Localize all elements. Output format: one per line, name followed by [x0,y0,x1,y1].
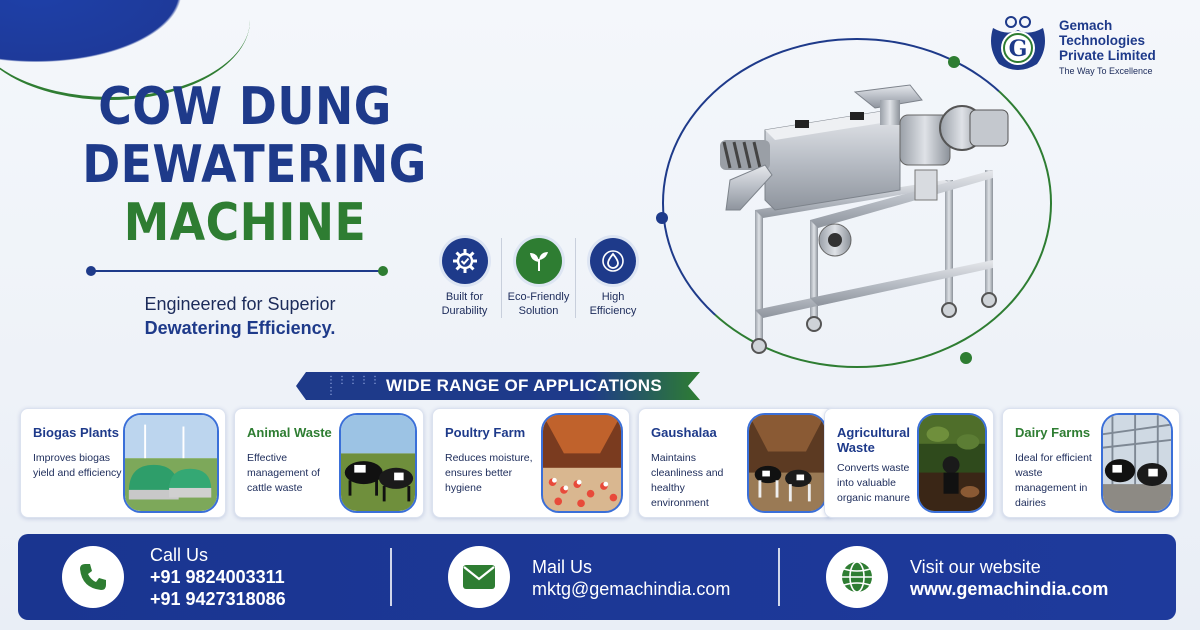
website-section: Visit our website www.gemachindia.com [910,556,1108,600]
phone-number-2[interactable]: +91 9427318086 [150,589,286,609]
divider-dot-right [378,266,388,276]
title-line-2: DEWATERING [82,135,427,195]
ring-dot-bottom [960,352,972,364]
card-desc: Improves biogas yield and efficiency [33,452,122,479]
gemach-logo-icon: G [985,14,1051,74]
brand-name-line1: Gemach [1059,18,1113,33]
footer-divider [390,548,392,606]
call-section: Call Us +91 9824003311 +91 9427318086 [150,544,286,610]
app-card-agricultural[interactable]: Agricultural Waste Converts waste into v… [824,408,994,518]
feature-label-line1: Eco-Friendly [507,291,570,303]
hero-subtitle: Engineered for Superior Dewatering Effic… [100,292,380,340]
biogas-plant-image [123,413,219,513]
applications-heading: WIDE RANGE OF APPLICATIONS [386,376,663,395]
cattle-image [339,413,417,513]
app-card-dairy[interactable]: Dairy Farms Ideal for efficient waste ma… [1002,408,1180,518]
email-address[interactable]: mktg@gemachindia.com [532,579,731,599]
phone-icon[interactable] [62,546,124,608]
website-label: Visit our website [910,557,1041,577]
cowshed-image [747,413,827,513]
title-line-1: COW DUNG [98,77,392,137]
card-desc: Converts waste into valuable organic man… [837,462,910,504]
feature-efficiency: High Efficiency [576,238,650,318]
website-url[interactable]: www.gemachindia.com [910,579,1109,599]
brand-name-line2: Technologies [1059,33,1146,48]
title-divider [86,266,388,276]
feature-label-line1: High [601,291,625,303]
card-desc: Reduces moisture, ensures better hygiene [445,452,533,494]
water-drop-icon [590,238,636,284]
feature-label-line2: Durability [441,305,488,317]
machine-ring-decoration [662,38,1052,368]
gear-icon [441,238,488,284]
feature-eco-friendly: Eco-Friendly Solution [502,238,576,318]
card-desc: Ideal for efficient waste management in … [1015,452,1092,509]
card-desc: Effective management of cattle waste [247,452,320,494]
call-label: Call Us [150,545,209,565]
ring-dot-top [948,56,960,68]
card-title: Poultry Farm [445,425,526,440]
corner-swoosh-accent [0,0,250,100]
title-line-3: MACHINE [123,193,367,253]
application-cards: Biogas Plants Improves biogas yield and … [20,408,1180,520]
applications-banner: ⋮⋮⋮⋮⋮ ⋮ WIDE RANGE OF APPLICATIONS [296,372,700,400]
phone-number-1[interactable]: +91 9824003311 [150,567,285,587]
dewatering-machine-image [700,70,1030,360]
feature-label-line1: Built for [445,291,484,303]
poultry-farm-image [541,413,623,513]
app-card-poultry[interactable]: Poultry Farm Reduces moisture, ensures b… [432,408,630,518]
subtitle-line-2: Dewatering Efficiency. [144,318,336,338]
brand-name-line3: Private Limited [1059,48,1156,63]
subtitle-line-1: Engineered for Superior [144,294,336,314]
card-title: Gaushalaa [651,425,717,440]
feature-label-line2: Efficiency [589,305,637,317]
footer-divider [778,548,780,606]
app-card-biogas[interactable]: Biogas Plants Improves biogas yield and … [20,408,226,518]
brand-tagline: The Way To Excellence [1059,66,1153,76]
feature-label-line2: Solution [518,305,559,317]
globe-icon[interactable] [826,546,888,608]
banner-dots-decoration: ⋮⋮⋮⋮⋮ ⋮ [326,375,381,397]
divider-dot-left [86,266,96,276]
mail-section: Mail Us mktg@gemachindia.com [532,556,730,600]
card-desc: Maintains cleanliness and healthy enviro… [651,452,724,509]
hero-title: COW DUNG DEWATERING MACHINE [60,78,430,252]
dairy-farm-image [1101,413,1173,513]
app-card-animal-waste[interactable]: Animal Waste Effective management of cat… [234,408,424,518]
agriculture-image [917,413,987,513]
mail-label: Mail Us [532,557,593,577]
mail-icon[interactable] [448,546,510,608]
card-title: Biogas Plants [33,425,119,440]
app-card-gaushalaa[interactable]: Gaushalaa Maintains cleanliness and heal… [638,408,834,518]
svg-text:G: G [1009,36,1028,62]
card-title: Agricultural Waste [837,425,910,455]
feature-durability: Built for Durability [428,238,502,318]
card-title: Animal Waste [247,425,332,440]
feature-list: Built for Durability Eco-Friendly Soluti… [428,238,650,318]
card-title: Dairy Farms [1015,425,1091,440]
leaf-icon [515,238,562,284]
contact-bar: Call Us +91 9824003311 +91 9427318086 Ma… [18,534,1176,620]
company-logo[interactable]: G Gemach Technologies Private Limited Th… [985,14,1156,76]
ring-dot-left [656,212,668,224]
